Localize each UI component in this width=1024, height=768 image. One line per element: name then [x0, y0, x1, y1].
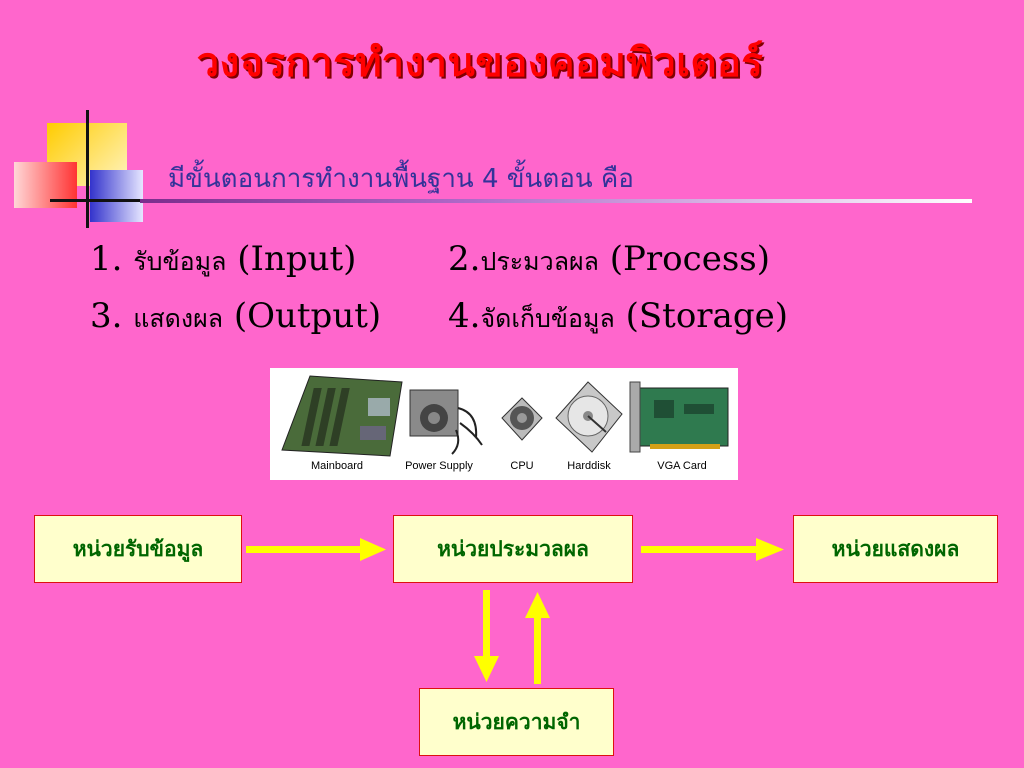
decor-square-blue — [90, 170, 143, 222]
step-storage: 4.จัดเก็บข้อมูล (Storage) — [448, 289, 788, 346]
subtitle-underline — [140, 199, 972, 203]
step-number: 3. — [90, 296, 134, 336]
arrow-process-to-output — [641, 538, 784, 561]
step-english: (Input) — [226, 239, 357, 279]
step-input: 1. รับข้อมูล (Input) — [90, 232, 448, 289]
component-label: Harddisk — [567, 460, 611, 472]
subtitle: มีขั้นตอนการทำงานพื้นฐาน 4 ขั้นตอน คือ — [168, 164, 634, 194]
steps-list: 1. รับข้อมูล (Input) 2.ประมวลผล (Process… — [90, 232, 788, 346]
process-unit-box: หน่วยประมวลผล — [393, 515, 633, 583]
hardware-illustration — [281, 375, 729, 457]
step-number: 4. — [448, 296, 481, 336]
step-thai: ประมวลผล — [480, 247, 599, 276]
arrow-memory-to-process — [525, 592, 550, 684]
arrow-input-to-process — [246, 538, 386, 561]
power-supply-icon — [409, 389, 483, 455]
component-label: Mainboard — [311, 460, 363, 472]
component-label: Power Supply — [405, 460, 473, 472]
harddisk-icon — [555, 381, 623, 453]
step-english: (Storage) — [614, 296, 788, 336]
step-thai: แสดงผล — [133, 304, 224, 333]
output-unit-box: หน่วยแสดงผล — [793, 515, 998, 583]
vga-card-icon — [629, 381, 729, 453]
step-english: (Process) — [598, 239, 770, 279]
input-unit-box: หน่วยรับข้อมูล — [34, 515, 242, 583]
step-output: 3. แสดงผล (Output) — [90, 289, 448, 346]
cpu-icon — [501, 397, 543, 441]
component-label: CPU — [510, 460, 534, 472]
decor-vertical-line — [86, 110, 89, 228]
mainboard-icon — [281, 375, 403, 457]
component-label: VGA Card — [657, 460, 707, 472]
arrow-process-to-memory — [474, 590, 499, 682]
step-thai: รับข้อมูล — [133, 247, 227, 276]
step-thai: จัดเก็บข้อมูล — [480, 304, 615, 333]
hardware-components-image: Mainboard Power Supply CPU Harddisk VGA … — [270, 368, 738, 480]
step-process: 2.ประมวลผล (Process) — [448, 232, 770, 289]
slide-title: วงจรการทำงานของคอมพิวเตอร์ — [196, 39, 764, 86]
decor-horizontal-line — [50, 199, 146, 202]
step-number: 2. — [448, 239, 481, 279]
memory-unit-box: หน่วยความจำ — [419, 688, 614, 756]
step-english: (Output) — [223, 296, 382, 336]
step-number: 1. — [90, 239, 134, 279]
